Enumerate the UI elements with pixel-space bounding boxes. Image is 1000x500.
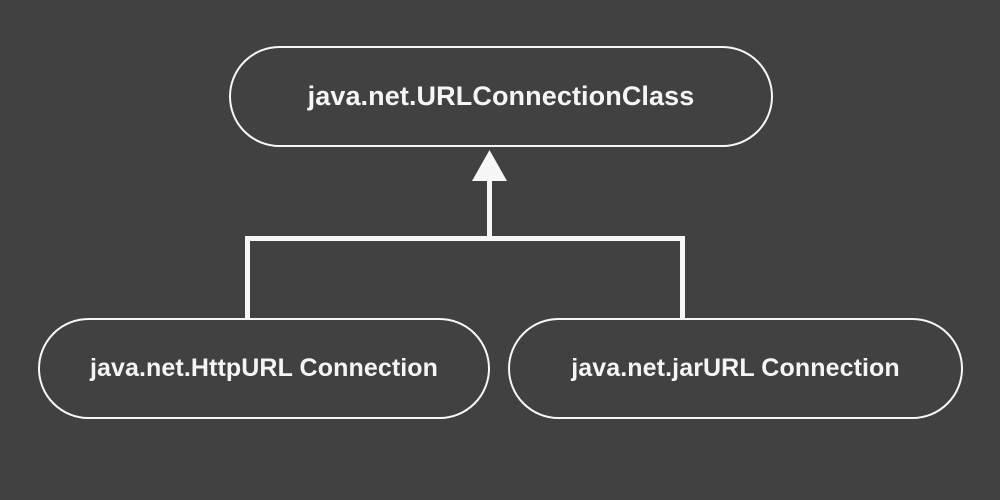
- class-node-httpurlconnection[interactable]: java.net.HttpURL Connection: [38, 318, 490, 419]
- class-node-urlconnection-label: java.net.URLConnectionClass: [307, 81, 695, 111]
- class-node-jarurlconnection-label: java.net.jarURL Connection: [571, 354, 900, 382]
- class-node-jarurlconnection[interactable]: java.net.jarURL Connection: [508, 318, 963, 419]
- class-node-urlconnection[interactable]: java.net.URLConnectionClass: [229, 46, 773, 147]
- inheritance-arrowhead-icon: [472, 150, 507, 181]
- class-node-httpurlconnection-label: java.net.HttpURL Connection: [89, 354, 439, 382]
